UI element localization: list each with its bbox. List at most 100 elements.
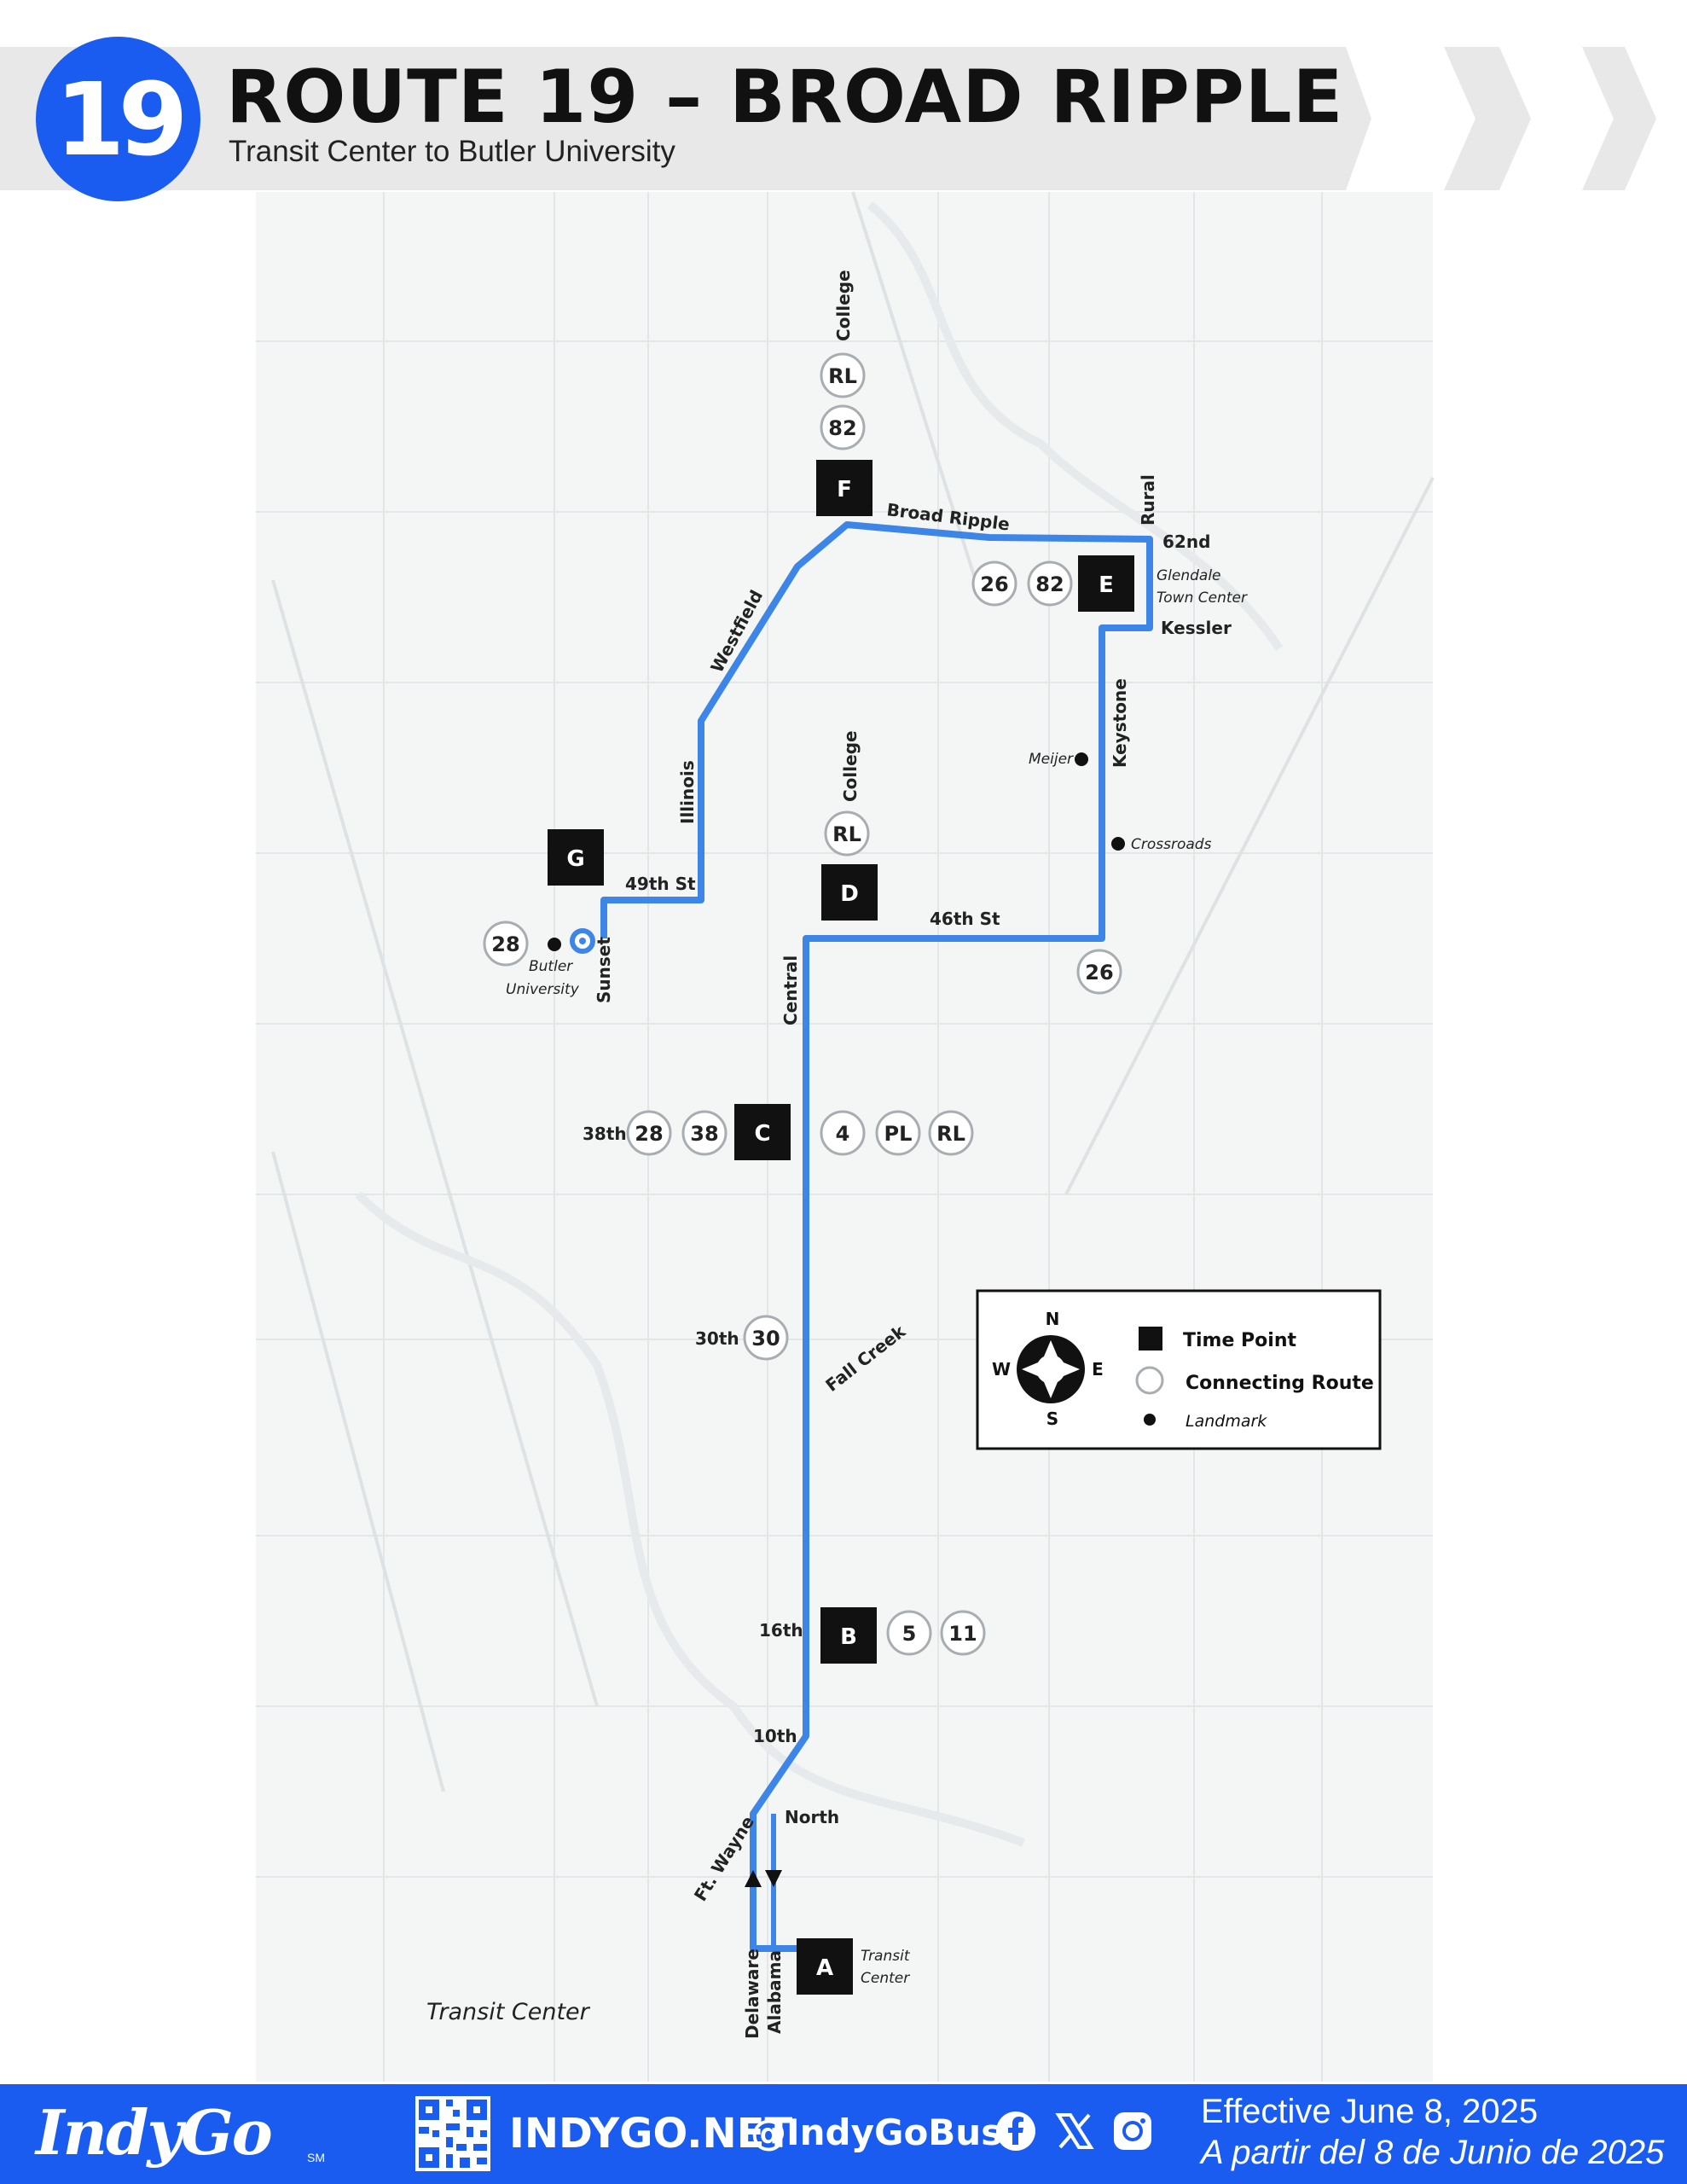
time-point-a: A	[797, 1938, 853, 1995]
service-mark: SM	[307, 2151, 325, 2164]
qr-code-icon[interactable]	[415, 2096, 490, 2171]
website-link[interactable]: INDYGO.NET	[509, 2110, 793, 2158]
landmark-label: Center	[861, 1970, 910, 1987]
street-label: 16th	[759, 1620, 803, 1641]
svg-text:W: W	[992, 1359, 1011, 1380]
svg-text:E: E	[1092, 1359, 1104, 1380]
svg-text:S: S	[1046, 1409, 1058, 1429]
connecting-route-4: 4	[820, 1110, 866, 1156]
legend-time-point-icon	[1139, 1327, 1162, 1350]
landmark-meijer	[1075, 752, 1088, 766]
footer: IndyGo SM INDYGO.NET @IndyGoBus Effectiv…	[0, 2084, 1687, 2184]
connecting-route-82: 82	[820, 404, 866, 450]
svg-text:4: 4	[836, 1122, 850, 1146]
svg-text:A: A	[816, 1955, 833, 1981]
time-point-e: E	[1078, 555, 1134, 612]
street-label: Sunset	[594, 937, 614, 1003]
legend: N S E W Time Point Connecting Route Land…	[976, 1289, 1382, 1450]
x-icon[interactable]	[1053, 2110, 1096, 2152]
street-label: College	[833, 270, 854, 341]
street-label: 30th	[695, 1328, 739, 1349]
street-label: Central	[780, 956, 801, 1025]
svg-text:38: 38	[690, 1122, 718, 1146]
route-line	[600, 521, 1153, 1952]
svg-text:5: 5	[902, 1622, 917, 1646]
svg-text:30: 30	[751, 1327, 780, 1350]
svg-text:82: 82	[1035, 572, 1064, 596]
time-point-c: C	[734, 1104, 791, 1160]
connecting-route-26: 26	[971, 561, 1017, 607]
connecting-route-11: 11	[940, 1610, 986, 1656]
svg-text:26: 26	[980, 572, 1008, 596]
street-label: Keystone	[1110, 678, 1130, 768]
route-number-badge: 19	[36, 37, 200, 201]
street-label: North	[785, 1807, 839, 1827]
connecting-route-30: 30	[743, 1315, 789, 1361]
street-label: Fall Creek	[821, 1321, 909, 1396]
time-point-g: G	[548, 829, 604, 886]
street-label: Kessler	[1161, 618, 1232, 638]
landmark-label: University	[506, 981, 580, 998]
landmark-label: Meijer	[1029, 751, 1074, 768]
route-map[interactable]: F E G D C B A RL 82 26 82 RL 28 26 28 38…	[0, 0, 1687, 2084]
svg-text:28: 28	[491, 932, 519, 956]
svg-text:26: 26	[1085, 961, 1113, 985]
svg-text:F: F	[837, 477, 852, 502]
svg-text:RL: RL	[936, 1122, 965, 1146]
connecting-route-38: 38	[681, 1110, 728, 1156]
landmark-label: Town Center	[1157, 590, 1248, 607]
landmark-label: Crossroads	[1131, 836, 1212, 853]
svg-text:28: 28	[635, 1122, 663, 1146]
svg-text:B: B	[840, 1624, 857, 1650]
svg-text:N: N	[1046, 1309, 1060, 1329]
svg-text:11: 11	[948, 1622, 977, 1646]
connecting-route-rl: RL	[824, 810, 870, 857]
svg-text:Time Point: Time Point	[1183, 1330, 1296, 1351]
time-point-f: F	[816, 460, 872, 516]
facebook-icon[interactable]	[994, 2110, 1037, 2152]
indygo-logo[interactable]: IndyGo	[36, 2096, 273, 2169]
connecting-route-26: 26	[1076, 949, 1122, 995]
svg-text:D: D	[840, 881, 859, 907]
southbound-arrow-icon	[765, 1870, 782, 1887]
time-point-b: B	[820, 1607, 877, 1664]
connecting-route-82: 82	[1027, 561, 1073, 607]
street-label: 10th	[753, 1726, 797, 1746]
svg-text:E: E	[1099, 572, 1114, 598]
legend-landmark-icon	[1144, 1414, 1156, 1426]
svg-text:RL: RL	[832, 822, 861, 846]
connecting-route-pl: PL	[875, 1110, 921, 1156]
street-label: 49th St	[625, 874, 696, 894]
svg-text:82: 82	[828, 416, 856, 440]
effective-date-es: A partir del 8 de Junio de 2025	[1201, 2134, 1665, 2171]
street-label: 62nd	[1162, 531, 1210, 552]
street-label: Delaware	[742, 1949, 762, 2039]
landmark-label: Glendale	[1157, 567, 1221, 584]
page-subtitle: Transit Center to Butler University	[229, 135, 675, 168]
svg-text:C: C	[754, 1121, 770, 1147]
street-label: 46th St	[930, 909, 1000, 929]
street-label: College	[840, 730, 861, 802]
legend-connecting-icon	[1135, 1366, 1164, 1395]
connecting-route-rl: RL	[928, 1110, 974, 1156]
northbound-arrow-icon	[745, 1870, 762, 1887]
street-label: 38th	[583, 1124, 627, 1144]
connecting-route-5: 5	[886, 1610, 932, 1656]
social-handle[interactable]: @IndyGoBus	[751, 2111, 1003, 2153]
connecting-route-28: 28	[483, 921, 529, 967]
street-label: Illinois	[677, 760, 698, 824]
svg-text:RL: RL	[828, 364, 857, 388]
landmark-label: Butler	[529, 958, 573, 975]
street-label: Rural	[1138, 474, 1158, 526]
effective-date-en: Effective June 8, 2025	[1201, 2093, 1539, 2130]
landmark-butler	[548, 938, 561, 951]
time-point-d: D	[821, 864, 878, 921]
landmark-crossroads	[1111, 837, 1125, 851]
connecting-route-rl: RL	[820, 352, 866, 398]
compass-icon	[1017, 1335, 1085, 1403]
landmark-label: Transit	[861, 1948, 911, 1965]
instagram-icon[interactable]	[1111, 2110, 1154, 2152]
svg-text:G: G	[566, 846, 584, 872]
header-band	[0, 47, 1656, 190]
street-label: Ft. Wayne	[690, 1812, 758, 1904]
